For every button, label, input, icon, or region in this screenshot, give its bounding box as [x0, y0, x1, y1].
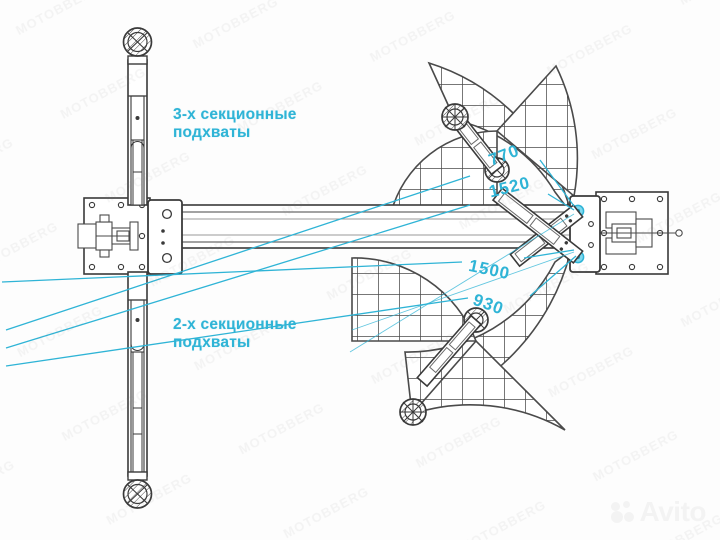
label-two-section-arms: 2-х секционные подхваты	[173, 316, 297, 351]
avito-dots-icon	[610, 501, 637, 523]
label-three-section-arms: 3-х секционные подхваты	[173, 106, 297, 141]
avito-wordmark: Avito	[639, 496, 707, 527]
avito-watermark: Avito	[610, 496, 707, 527]
